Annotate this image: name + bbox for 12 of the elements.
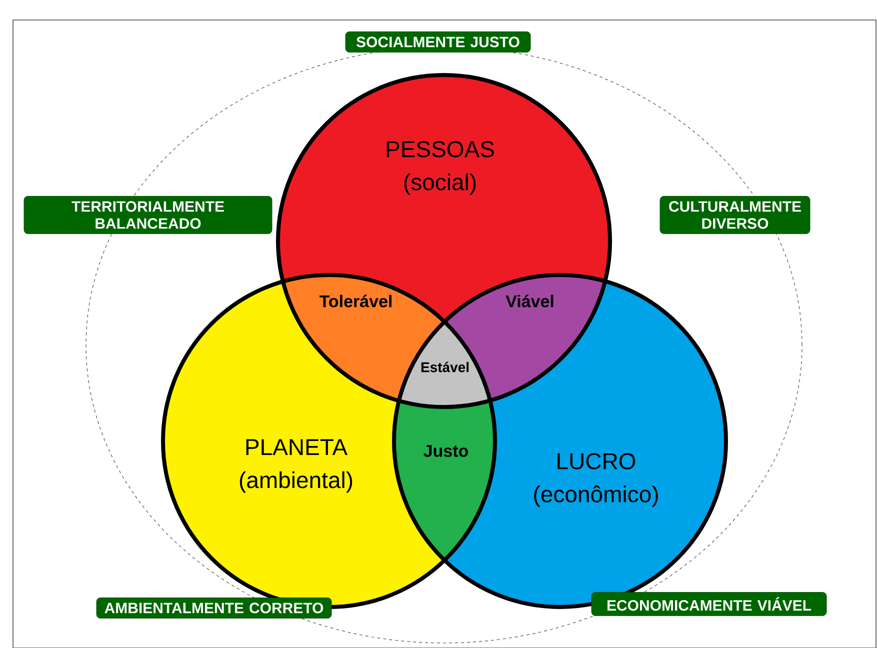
label-box: AMBIENTALMENTE CORRETO xyxy=(96,598,332,618)
label-box: CULTURALMENTE DIVERSO xyxy=(660,196,810,234)
circle-label: LUCRO (econômico) xyxy=(534,453,658,507)
region-label: Justo xyxy=(424,445,468,457)
region-label: Tolerável xyxy=(320,294,392,308)
circle-label: PLANETA (ambiental) xyxy=(240,439,352,493)
region-label: Viável xyxy=(506,294,554,308)
region-label: Estável xyxy=(421,362,469,372)
label-box: TERRITORIALMENTE BALANCEADO xyxy=(24,196,272,234)
label-box: ECONOMICAMENTE VIÁVEL xyxy=(591,592,827,616)
circle-label: PESSOAS (social) xyxy=(386,141,494,195)
label-box: SOCIALMENTE JUSTO xyxy=(345,31,531,52)
